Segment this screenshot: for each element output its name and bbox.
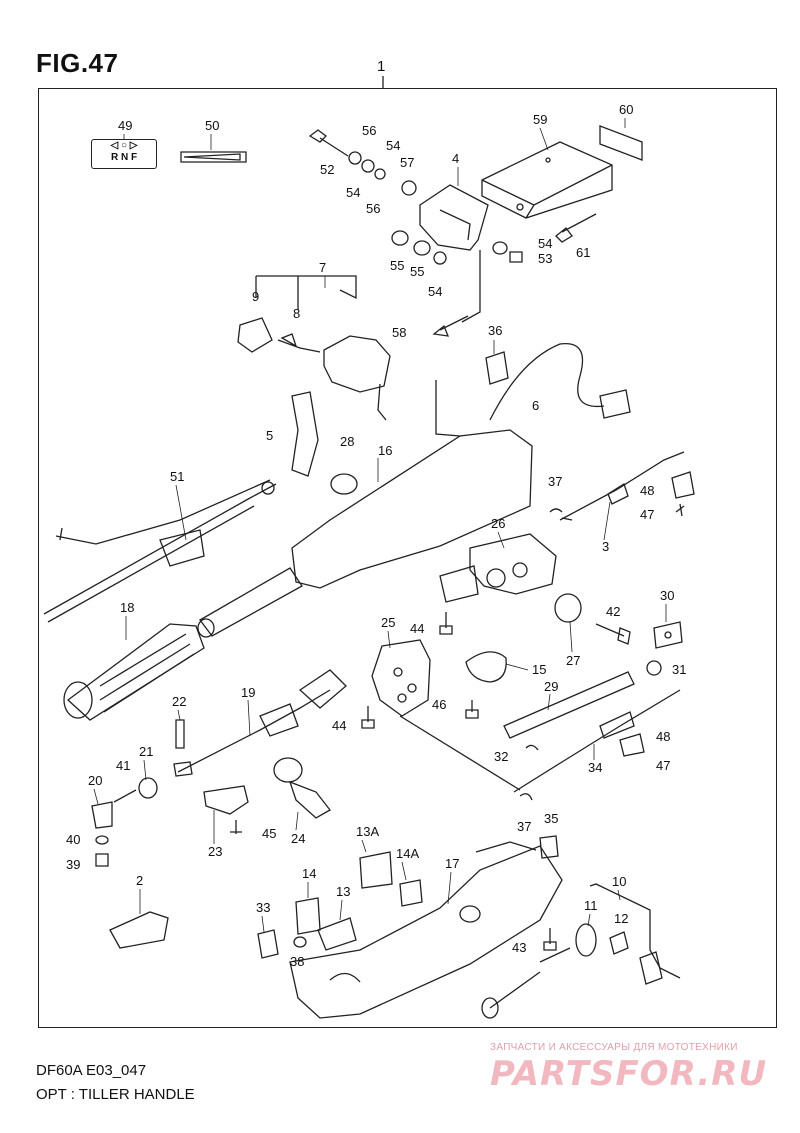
callout-17: 17 [445,856,459,871]
callout-36: 36 [488,323,502,338]
decal-50 [180,151,247,163]
callout-13: 13 [336,884,350,899]
callout-14a: 14A [396,846,419,861]
callout-2: 2 [136,873,143,888]
callout-21: 21 [139,744,153,759]
callout-16: 16 [378,443,392,458]
callout-59: 59 [533,112,547,127]
callout-12: 12 [614,911,628,926]
callout-42: 42 [606,604,620,619]
callout-14: 14 [302,866,316,881]
callout-44b: 44 [332,718,346,733]
callout-49: 49 [118,118,132,133]
callout-54: 54 [346,185,360,200]
callout-18: 18 [120,600,134,615]
callout-55: 55 [390,258,404,273]
callout-58: 58 [392,325,406,340]
callout-11: 11 [584,898,598,913]
callout-54c: 54 [538,236,552,251]
callout-3: 3 [602,539,609,554]
callout-5: 5 [266,428,273,443]
callout-61: 61 [576,245,590,260]
callout-13a: 13A [356,824,379,839]
main-assembly-ref: 1 [377,58,386,75]
callout-29: 29 [544,679,558,694]
callout-26: 26 [491,516,505,531]
callout-43: 43 [512,940,526,955]
callout-37: 37 [548,474,562,489]
callout-57: 57 [400,155,414,170]
callout-34: 34 [588,760,602,775]
diagram-frame [38,88,777,1028]
callout-44: 44 [410,621,424,636]
callout-4: 4 [452,151,459,166]
callout-51: 51 [170,469,184,484]
diagram-code: DF60A E03_047 [36,1062,147,1079]
callout-40: 40 [66,832,80,847]
callout-23: 23 [208,844,222,859]
callout-48b: 48 [656,729,670,744]
callout-25: 25 [381,615,395,630]
callout-28: 28 [340,434,354,449]
callout-47: 47 [640,507,654,522]
callout-9: 9 [252,289,259,304]
callout-33: 33 [256,900,270,915]
callout-15: 15 [532,662,546,677]
callout-31: 31 [672,662,686,677]
callout-50: 50 [205,118,219,133]
callout-22: 22 [172,694,186,709]
callout-56: 56 [362,123,376,138]
callout-32: 32 [494,749,508,764]
callout-56b: 56 [366,201,380,216]
callout-35: 35 [544,811,558,826]
callout-6: 6 [532,398,539,413]
callout-46: 46 [432,697,446,712]
callout-48: 48 [640,483,654,498]
callout-10: 10 [612,874,626,889]
callout-54d: 54 [428,284,442,299]
callout-60: 60 [619,102,633,117]
callout-38: 38 [290,954,304,969]
callout-27: 27 [566,653,580,668]
callout-39: 39 [66,857,80,872]
callout-45: 45 [262,826,276,841]
figure-title: FIG.47 [36,48,119,78]
diagram-caption: OPT : TILLER HANDLE [36,1086,195,1103]
decal-49-rnf: R N F [110,152,138,163]
callout-55b: 55 [410,264,424,279]
callout-53: 53 [538,251,552,266]
callout-47b: 47 [656,758,670,773]
callout-30: 30 [660,588,674,603]
callout-8: 8 [293,306,300,321]
callout-19: 19 [241,685,255,700]
callout-20: 20 [88,773,102,788]
callout-24: 24 [291,831,305,846]
decal-49-arrows: ◁ ○ ▷ [110,140,138,151]
callout-54b: 54 [386,138,400,153]
decal-49-shift-plate: ◁ ○ ▷ R N F [91,139,157,169]
watermark-tagline: ЗАПЧАСТИ И АКСЕССУАРЫ ДЛЯ МОТОТЕХНИКИ [490,1042,738,1053]
watermark-logo: PARTSFOR.RU [490,1054,768,1094]
callout-41: 41 [116,758,130,773]
callout-37b: 37 [517,819,531,834]
callout-52: 52 [320,162,334,177]
callout-7: 7 [319,260,326,275]
